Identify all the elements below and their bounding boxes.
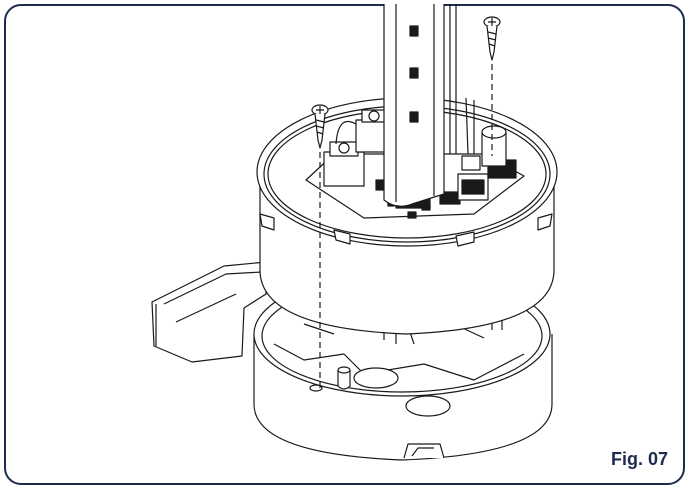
base-hole-bottom [405,395,451,417]
figure-caption: Fig. 07 [606,449,672,470]
assembly-drawing [4,4,685,485]
figure-frame: Fig. 07 [4,4,685,485]
base-flange [151,261,267,363]
screw-right [483,16,501,61]
alignment-lines [319,64,493,388]
screw-hole [309,384,323,392]
base-hole-left [353,367,399,389]
vertical-rail [383,4,457,207]
mounting-post [337,370,351,390]
screw-left [311,104,329,149]
wire-loop [335,120,357,145]
terminal-block-left [323,151,365,187]
